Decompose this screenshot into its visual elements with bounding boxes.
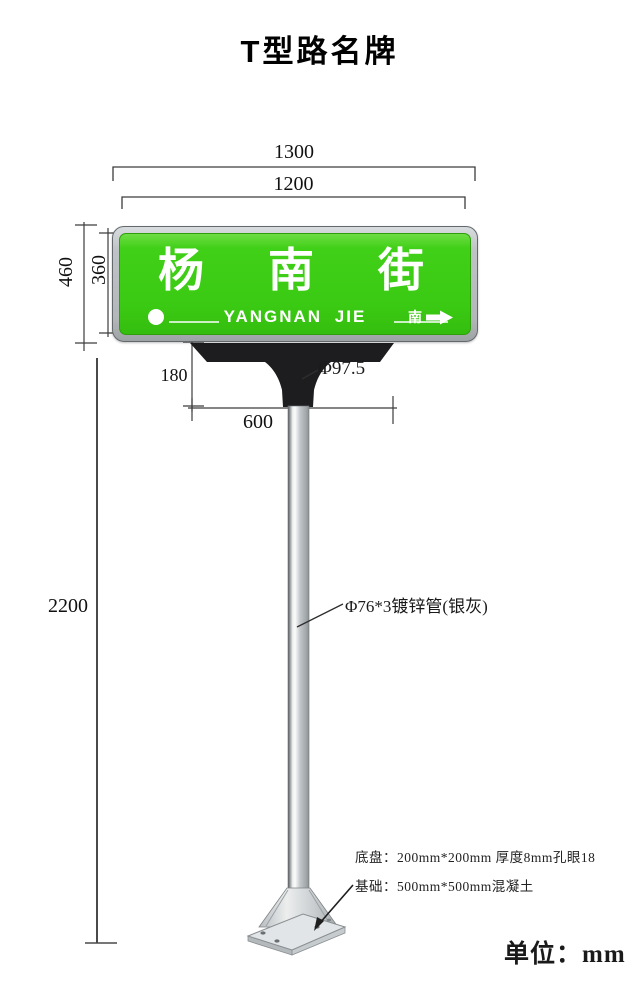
circle-dot-icon xyxy=(148,309,164,325)
dim-line-1300 xyxy=(112,166,476,181)
dim-label-1200: 1200 xyxy=(273,173,314,195)
dim-line-1200 xyxy=(121,196,466,209)
dim-label-360: 360 xyxy=(88,255,110,285)
leader-foundation-arrow xyxy=(314,884,354,931)
unit-label: 单位：mm xyxy=(504,941,626,968)
pole-spec-label: Φ76*3镀锌管(银灰) xyxy=(345,597,488,616)
bolt-hole xyxy=(260,931,266,935)
dim-label-460: 460 xyxy=(55,257,77,287)
street-name-char: 杨 xyxy=(158,244,204,296)
sign-pole xyxy=(287,405,310,891)
sign-street-name: 杨 南 街 xyxy=(158,238,424,296)
street-sign-board: 杨 南 街 YANGNAN JIE 南 xyxy=(112,226,478,342)
bolt-hole xyxy=(274,939,280,943)
street-name-char: 南 xyxy=(268,244,314,296)
sign-divider-line-right xyxy=(394,321,448,323)
dim-line-460 xyxy=(75,222,97,351)
t-bracket xyxy=(190,343,394,407)
leader-pole-spec xyxy=(296,603,344,628)
sign-green-panel: 杨 南 街 YANGNAN JIE 南 xyxy=(119,233,471,335)
page-title: T型路名牌 xyxy=(240,34,399,69)
base-plate-note: 底盘：200mm*200mm 厚度8mm孔眼18 xyxy=(355,850,596,865)
sign-bottom-row: YANGNAN JIE 南 xyxy=(120,306,470,330)
sign-divider-line-left xyxy=(169,321,219,323)
street-name-char: 街 xyxy=(378,244,424,296)
joint-diameter-label: Φ97.5 xyxy=(318,358,366,379)
direction-label: 南 xyxy=(408,309,422,325)
dim-label-600: 600 xyxy=(243,411,273,433)
dim-label-1300: 1300 xyxy=(274,141,314,163)
dim-label-180: 180 xyxy=(160,365,188,385)
cone-facet-left xyxy=(265,889,289,927)
bolt-hole xyxy=(326,918,332,922)
dim-line-2200 xyxy=(85,358,117,944)
foundation-note: 基础：500mm*500mm混凝土 xyxy=(355,879,534,894)
leader-joint-diameter xyxy=(301,369,319,380)
dim-label-2200: 2200 xyxy=(48,595,88,617)
sign-pinyin: YANGNAN JIE xyxy=(223,307,367,326)
